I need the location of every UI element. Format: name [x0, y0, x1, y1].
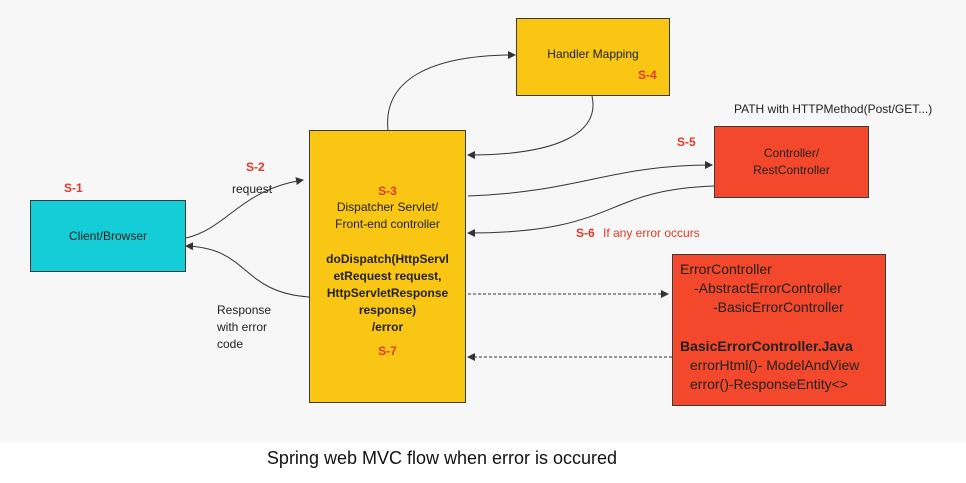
error-controller-line6: error()-ResponseEntity<>	[690, 376, 848, 392]
handler-mapping-label: Handler Mapping	[547, 47, 639, 61]
request-label: request	[232, 182, 273, 196]
diagram-canvas: Client/Browser S-1 S-2 request S-3 Dispa…	[30, 18, 933, 406]
error-controller-line3: -BasicErrorController	[713, 299, 844, 315]
step-s7: S-7	[378, 344, 397, 358]
dispatcher-code-line5: /error	[371, 320, 404, 334]
dispatcher-code-line4: response)	[358, 303, 417, 317]
connector-layer	[185, 51, 715, 361]
response-label-line2: with error	[217, 320, 268, 334]
controller-box	[714, 126, 869, 198]
arrow-dispatcher-to-client	[185, 242, 310, 298]
dispatcher-title-line1: Dispatcher Servlet/	[336, 200, 439, 214]
arrow-controller-to-dispatcher	[467, 185, 715, 237]
error-controller-box	[672, 254, 886, 406]
error-controller-line2: -AbstractErrorController	[694, 280, 842, 296]
error-occurs-label: If any error occurs	[603, 226, 700, 240]
response-label-line1: Response	[217, 303, 272, 317]
step-s1: S-1	[64, 181, 83, 195]
controller-label-line1: Controller/	[763, 146, 820, 160]
handler-mapping-box	[516, 18, 670, 96]
dispatcher-title-line2: Front-end controller	[335, 217, 440, 231]
arrow-client-to-dispatcher	[185, 177, 304, 239]
error-controller-line4: BasicErrorController.Java	[680, 338, 853, 354]
controller-label-line2: RestController	[753, 163, 830, 177]
error-controller-line5: errorHtml()- ModelAndView	[690, 357, 860, 373]
step-s6: S-6	[576, 226, 595, 240]
step-s4: S-4	[638, 68, 657, 82]
step-s5: S-5	[677, 135, 696, 149]
arrow-handler-to-dispatcher	[467, 95, 594, 159]
step-s3: S-3	[378, 184, 397, 198]
dispatcher-code-line3: HttpServletResponse	[326, 286, 449, 300]
arrow-dispatcher-to-handler	[387, 51, 516, 131]
dispatcher-servlet-box	[309, 130, 466, 403]
arrow-dispatcher-to-controller	[467, 161, 713, 197]
path-method-note: PATH with HTTPMethod(Post/GET...)	[734, 102, 933, 116]
client-browser-label: Client/Browser	[68, 229, 148, 243]
step-s2: S-2	[246, 160, 265, 174]
error-controller-line1: ErrorController	[680, 261, 772, 277]
dispatcher-code-line2: etRequest request,	[333, 269, 442, 283]
diagram-caption: Spring web MVC flow when error is occure…	[266, 448, 618, 468]
response-label-line3: code	[217, 337, 244, 351]
client-browser-box	[30, 200, 186, 272]
dispatcher-code-line1: doDispatch(HttpServl	[326, 252, 449, 266]
